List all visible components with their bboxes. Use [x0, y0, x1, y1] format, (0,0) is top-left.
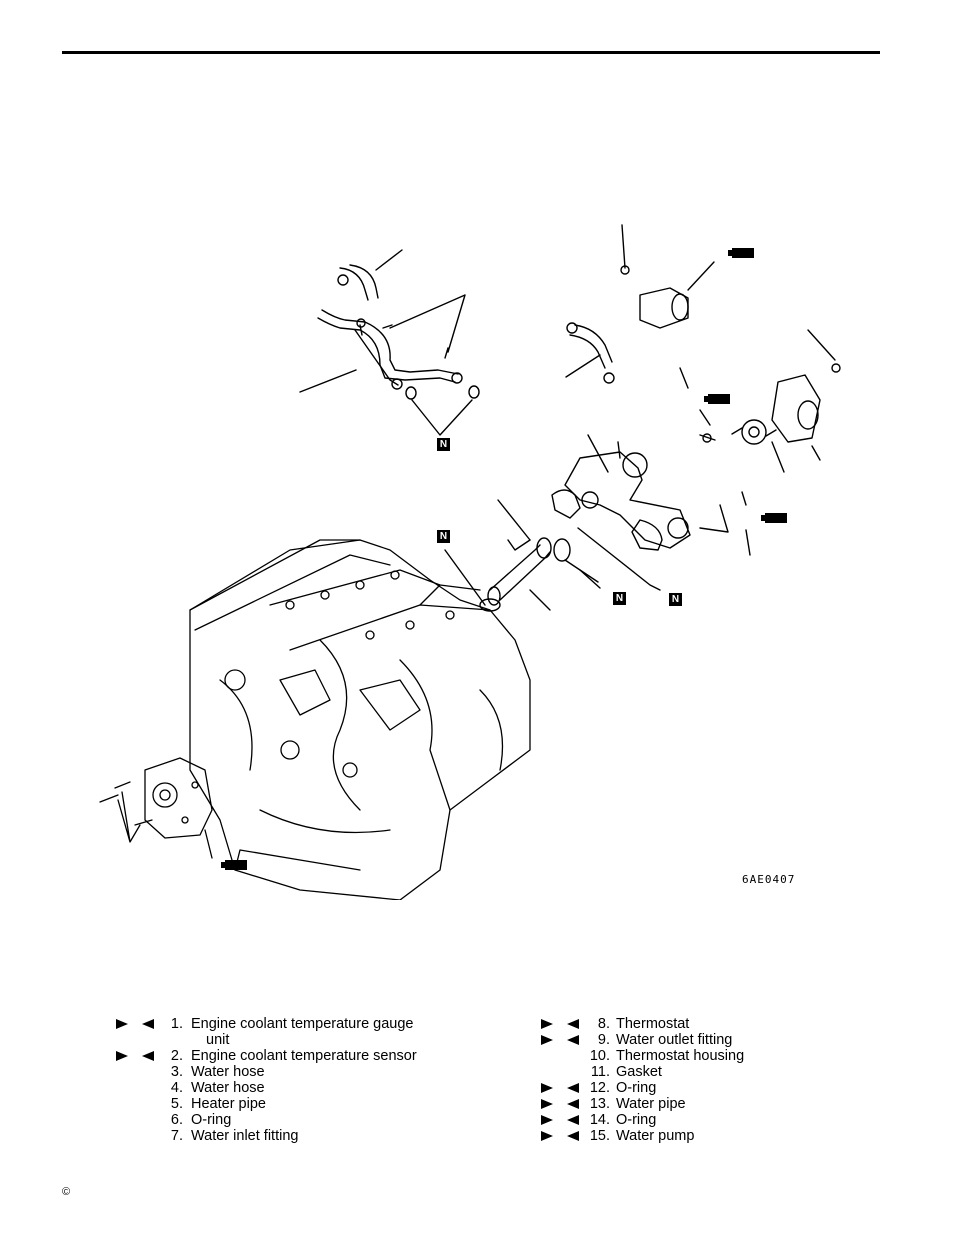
new-part-mark-n: N	[669, 593, 682, 606]
legend-item: 5. Heater pipe	[170, 1096, 266, 1112]
water-pump	[99, 757, 213, 859]
legend-item: 8. Thermostat	[540, 1016, 840, 1032]
water-pipe	[444, 499, 601, 612]
figure-code: 6AE0407	[742, 873, 796, 886]
legend-item: unit	[206, 1032, 230, 1048]
service-point-mark	[540, 1080, 580, 1096]
heater-pipe	[299, 249, 480, 436]
legend-left-column: 1. Engine coolant temperature gauge unit…	[115, 1016, 475, 1144]
sealant-tubes	[221, 248, 787, 870]
new-part-mark-n: N	[437, 438, 450, 451]
thermostat-housing	[699, 329, 841, 473]
legend-item: 7. Water inlet fitting	[170, 1128, 299, 1144]
legend-item: 12. O-ring	[540, 1080, 840, 1096]
new-part-mark-n: N	[437, 530, 450, 543]
service-point-mark	[540, 1112, 580, 1128]
legend-item: 2. Engine coolant temperature sensor	[115, 1048, 475, 1064]
water-outlet-fitting	[620, 224, 715, 389]
service-point-mark	[540, 1096, 580, 1112]
service-point-mark	[540, 1128, 580, 1144]
new-part-mark-n: N	[613, 592, 626, 605]
water-inlet-fitting	[551, 434, 751, 591]
service-point-mark	[115, 1048, 155, 1064]
engine-block	[189, 539, 531, 901]
exploded-view-diagram: N N N N	[60, 210, 890, 901]
legend-item: 15. Water pump	[540, 1128, 840, 1144]
legend-item: 11. Gasket	[590, 1064, 662, 1080]
legend-item: 3. Water hose	[170, 1064, 265, 1080]
legend-item: 10. Thermostat housing	[589, 1048, 745, 1064]
legend-item: 1. Engine coolant temperature gauge	[115, 1016, 475, 1032]
legend-item: 9. Water outlet fitting	[540, 1032, 840, 1048]
top-rule	[62, 51, 880, 54]
legend-item: 6. O-ring	[170, 1112, 232, 1128]
legend-item: 13. Water pipe	[540, 1096, 840, 1112]
legend-right-column: 8. Thermostat 9. Water outlet fitting 10…	[540, 1016, 840, 1144]
water-hose	[565, 322, 615, 384]
service-point-mark	[115, 1016, 155, 1032]
service-point-mark	[540, 1032, 580, 1048]
copyright-symbol: ©	[62, 1186, 71, 1198]
legend-item: 14. O-ring	[540, 1112, 840, 1128]
service-point-mark	[540, 1016, 580, 1032]
legend-item: 4. Water hose	[170, 1080, 265, 1096]
